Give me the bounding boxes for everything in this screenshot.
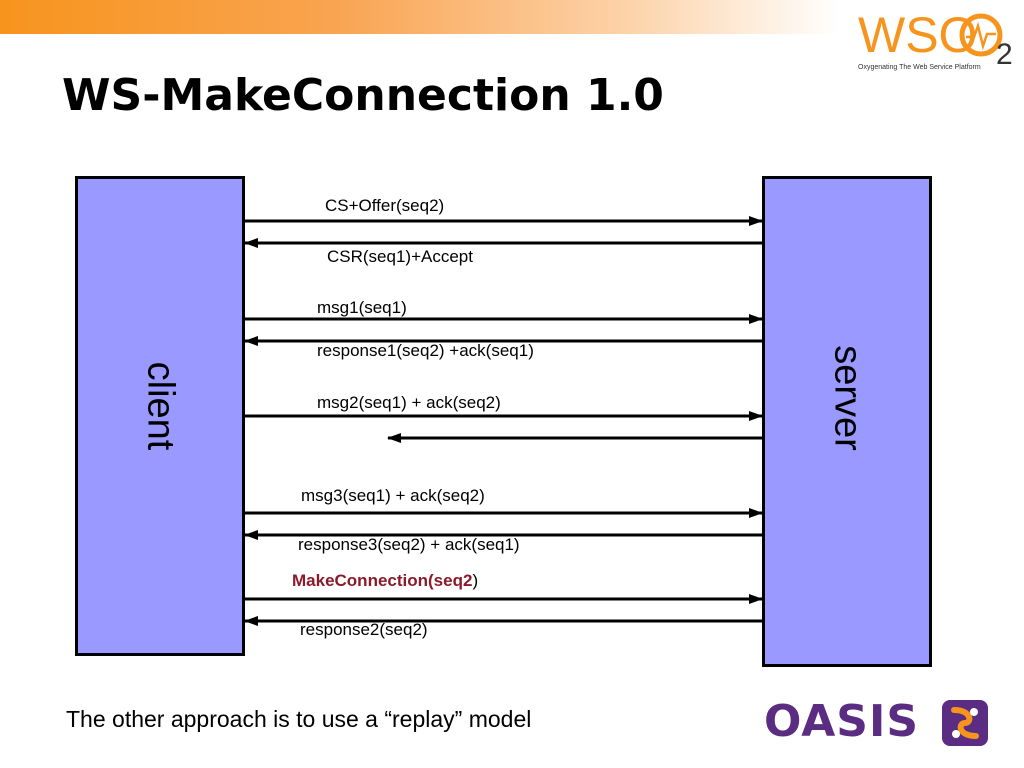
makeconnection-tail: ) (472, 571, 479, 590)
wso2-logo: WSO 2 Oxygenating The Web Service Platfo… (850, 4, 1020, 80)
label-msg2: msg2(seq1) + ack(seq2) (317, 393, 501, 412)
footer-note: The other approach is to use a “replay” … (66, 706, 532, 732)
wso2-tagline: Oxygenating The Web Service Platform (858, 64, 981, 71)
oasis-logo: OASIS (764, 696, 994, 748)
label-csr-accept: CSR(seq1)+Accept (327, 247, 473, 266)
label-response3: response3(seq2) + ack(seq1) (298, 535, 520, 554)
label-makeconnection: MakeConnection(seq2) (292, 571, 478, 591)
page-title: WS-MakeConnection 1.0 (62, 70, 664, 121)
makeconnection-strong: MakeConnection(seq2 (292, 571, 473, 590)
label-response2: response2(seq2) (300, 620, 428, 639)
client-box: client (75, 176, 245, 656)
label-msg3: msg3(seq1) + ack(seq2) (301, 486, 485, 505)
label-msg1: msg1(seq1) (317, 298, 407, 317)
top-gradient-bar (0, 0, 840, 34)
wso2-subscript: 2 (996, 38, 1013, 66)
wso2-letters: WSO (858, 7, 977, 63)
label-cs-offer: CS+Offer(seq2) (325, 196, 445, 215)
server-box: server (762, 176, 932, 667)
label-response1: response1(seq2) +ack(seq1) (317, 341, 534, 360)
oasis-text: OASIS (764, 696, 920, 747)
wso2-logo-mark: WSO 2 (858, 7, 1013, 66)
oasis-mark-icon (942, 700, 988, 746)
